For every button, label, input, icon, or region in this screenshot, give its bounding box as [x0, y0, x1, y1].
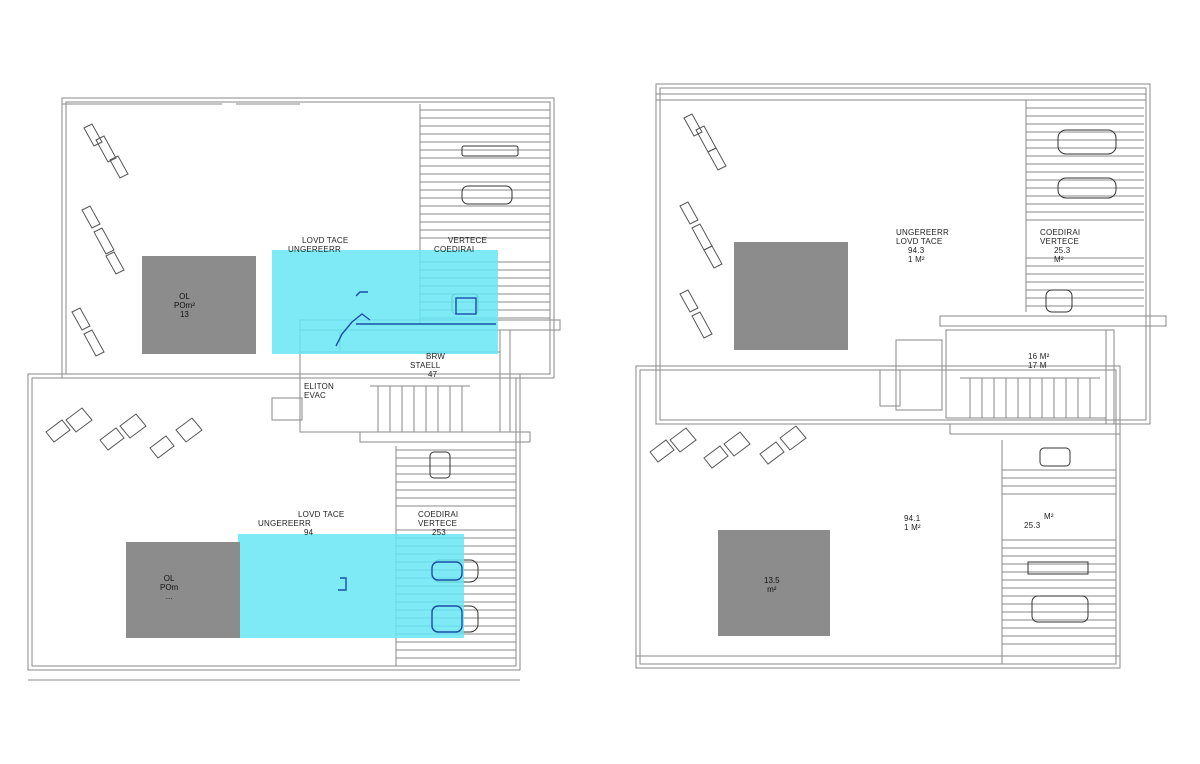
right-lower-terrace-label-line1: 94.1: [904, 514, 921, 523]
upper-pool: [142, 256, 256, 354]
right-lower-pool-label-line2: m²: [767, 585, 777, 594]
right-upper-terrace-label-line4: 1 m²: [908, 255, 925, 264]
floor-plan-left-drawing: [27, 97, 561, 681]
upper-sun-loungers: [71, 123, 129, 357]
right-lower-pool: [718, 530, 830, 636]
right-upper-elevator-outline: [895, 339, 943, 411]
right-lower-sun-loungers: [649, 425, 807, 469]
upper-room-label-line2: COEDIRAI: [434, 245, 475, 254]
right-lower-terrace-label: 94.1 1 m²: [904, 514, 921, 532]
right-lower-room-label-line2: 25.3: [1024, 521, 1041, 530]
lower-pool: [126, 542, 240, 638]
right-lower-room-label: m² 25.3: [1018, 512, 1054, 530]
upper-stair-label-line3: 47: [428, 370, 438, 379]
upper-terrace-label-line1: LOVD TACE: [302, 236, 349, 245]
lower-terrace-label: LOVD TACE UNGEREERR 94: [258, 510, 344, 537]
lower-pool-label-line3: ...: [165, 592, 173, 601]
lower-pool-label: OL POm ...: [160, 574, 178, 601]
right-upper-terrace-label-line1: UNGEREERR: [896, 228, 949, 237]
right-upper-stair-treads: [960, 377, 1100, 418]
lower-sun-loungers: [45, 407, 203, 459]
right-upper-terrace-label: UNGEREERR LOVD TACE 94.3 1 m²: [896, 228, 949, 264]
right-upper-sun-loungers: [679, 113, 727, 339]
upper-elevator-label-line2: EVAC: [304, 391, 326, 400]
right-lower-unit-outline: [635, 365, 1121, 669]
lower-terrace-accents: [338, 561, 463, 633]
upper-terrace-label-line2: UNGEREERR: [288, 245, 341, 254]
lower-unit-outline: [27, 373, 521, 671]
upper-room-label: VERTECE COEDIRAI: [434, 236, 487, 254]
lower-terrace-highlight: [238, 534, 464, 638]
right-upper-room-label-line2: VERTECE: [1040, 237, 1080, 246]
lower-pool-label-line1: OL: [163, 574, 175, 583]
right-lower-pool-label-line1: 13.5: [764, 576, 780, 585]
right-upper-room-label: COEDIRAI VERTECE 25.3 m²: [1040, 228, 1080, 264]
upper-pool-label: OL POm² 13: [174, 292, 195, 319]
upper-pool-label-line3: 13: [179, 310, 189, 319]
right-upper-terrace-label-line2: LOVD TACE: [896, 237, 943, 246]
upper-terrace-accents: [335, 291, 496, 347]
lower-room-label-line2: VERTECE: [418, 519, 458, 528]
upper-terrace-highlight: [272, 250, 498, 354]
floor-plan-left: OL POm² 13 LOVD TACE UNGEREERR VERTECE C…: [27, 97, 561, 681]
floor-plan-right: UNGEREERR LOVD TACE 94.3 1 m² COEDIRAI V…: [600, 0, 1200, 764]
upper-stair-label-line2: STAELL: [410, 361, 441, 370]
right-lower-room-label-line1: m²: [1044, 512, 1054, 521]
upper-stair-treads: [370, 385, 470, 432]
right-upper-room-label-line1: COEDIRAI: [1040, 228, 1081, 237]
upper-stair-label: BRW STAELL 47: [410, 352, 445, 379]
right-upper-stair-label-line2: 17 m: [1028, 361, 1047, 370]
right-lower-pool-label: 13.5 m²: [764, 576, 780, 594]
right-upper-deck-slats: [1025, 100, 1144, 312]
right-upper-unit-outline: [655, 83, 1151, 425]
right-upper-stair-label: 16 m² 17 m: [1028, 352, 1049, 370]
lower-room-label-line3: 253: [432, 528, 446, 537]
upper-room-label-line1: VERTECE: [448, 236, 488, 245]
upper-elevator-label-line1: ELITON: [304, 382, 334, 391]
upper-pool-label-line2: POm²: [174, 301, 195, 310]
right-upper-pool: [734, 242, 848, 350]
floor-plan-right-drawing: [635, 83, 1167, 669]
lower-pool-label-line2: POm: [160, 583, 179, 592]
upper-pool-label-line1: OL: [179, 292, 190, 301]
right-upper-terrace-label-line3: 94.3: [908, 246, 925, 255]
upper-elevator-label: ELITON EVAC: [304, 382, 334, 400]
upper-terrace-label: LOVD TACE UNGEREERR: [288, 236, 348, 254]
right-upper-stair-label-line1: 16 m²: [1028, 352, 1050, 361]
lower-room-label: COEDIRAI VERTECE 253: [418, 510, 458, 537]
lower-terrace-label-line1: LOVD TACE: [298, 510, 345, 519]
upper-stair-label-line1: BRW: [426, 352, 446, 361]
right-upper-room-label-line3: 25.3: [1054, 246, 1071, 255]
lower-room-label-line1: COEDIRAI: [418, 510, 459, 519]
right-upper-sofa-icons: [1045, 129, 1117, 313]
right-lower-sofa-icons: [1027, 447, 1089, 623]
lower-terrace-label-line3: 94: [304, 528, 314, 537]
right-lower-terrace-label-line2: 1 m²: [904, 523, 921, 532]
right-lower-deck-slats: [1001, 440, 1116, 664]
lower-terrace-label-line2: UNGEREERR: [258, 519, 311, 528]
right-upper-room-label-line4: m²: [1054, 255, 1064, 264]
